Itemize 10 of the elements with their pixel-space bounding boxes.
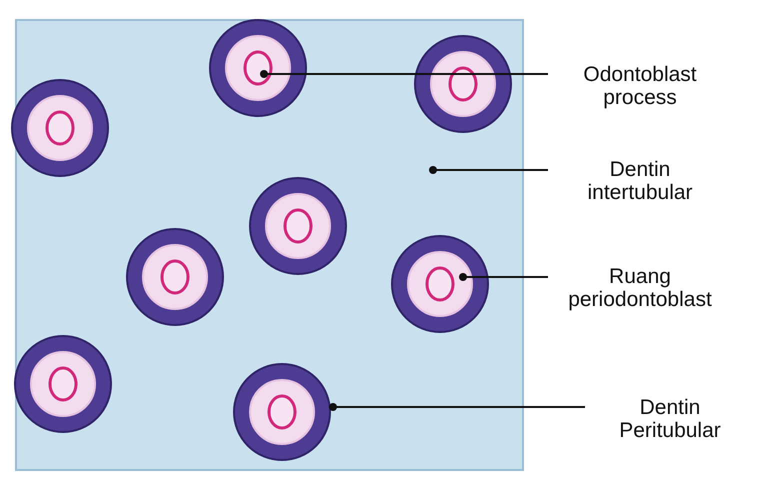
leader-line [429, 166, 548, 174]
leader-line [329, 403, 585, 411]
part-label: Ruang periodontoblast [560, 265, 720, 311]
part-label: Odontoblast process [560, 63, 720, 109]
part-label: Dentin Peritubular [590, 396, 750, 442]
part-label: Dentin intertubular [560, 158, 720, 204]
peritubular-dentin-ring [233, 363, 331, 461]
leader-line [459, 273, 548, 281]
periodontoblast-space [407, 251, 473, 317]
leader-line [260, 70, 548, 78]
